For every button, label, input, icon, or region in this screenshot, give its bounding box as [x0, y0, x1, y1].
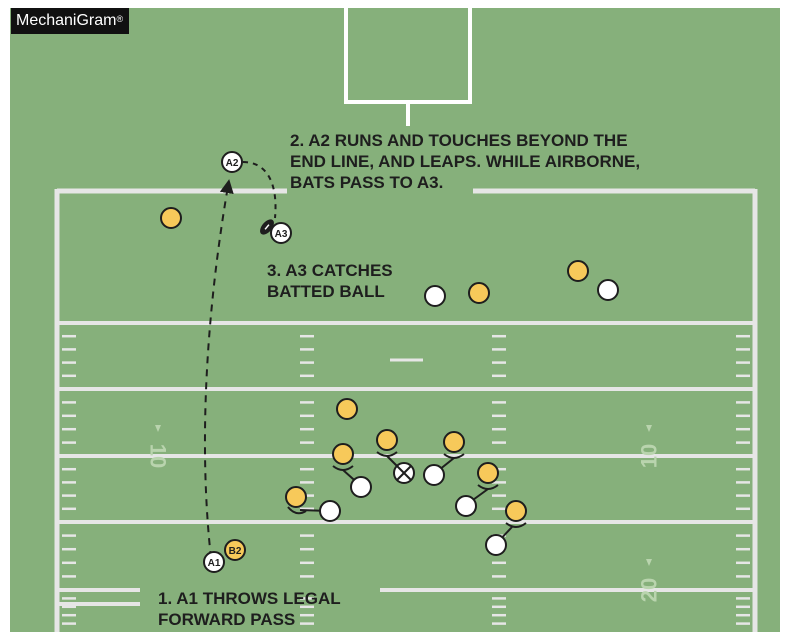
caption-step-2-line-3: BATS PASS TO A3.: [290, 173, 444, 192]
offense-players: [319, 279, 619, 556]
direction-arrow-right-20: [646, 559, 652, 566]
caption-step-3: 3. A3 CATCHES BATTED BALL: [267, 260, 393, 302]
yard-number-right-20: 20: [637, 578, 662, 602]
registered-mark: ®: [116, 14, 124, 24]
offensive-player: [455, 495, 477, 517]
player-b2: B2: [224, 539, 246, 561]
brand-badge: MechaniGram®: [11, 8, 130, 34]
field-turf: [10, 8, 780, 632]
caption-step-1: 1. A1 THROWS LEGAL FORWARD PASS: [158, 588, 341, 630]
field-boundary-lines: [54, 188, 758, 632]
caption-step-3-line-2: BATTED BALL: [267, 282, 385, 301]
goal-post: [344, 8, 472, 126]
player-a1: A1: [203, 551, 225, 573]
yard-numbers: 10 10 20: [146, 425, 662, 602]
offensive-player: [350, 476, 372, 498]
caption-step-1-line-1: 1. A1 THROWS LEGAL: [158, 589, 341, 608]
hash-marks: [62, 334, 750, 625]
football-icon: [260, 219, 274, 235]
offensive-player: [597, 279, 619, 301]
yard-number-left-10: 10: [146, 444, 171, 468]
yard-number-right-10: 10: [637, 444, 662, 468]
player-a2-label: A2: [226, 158, 239, 169]
defender: [477, 462, 499, 484]
caption-step-3-line-1: 3. A3 CATCHES: [267, 261, 393, 280]
defender: [468, 282, 490, 304]
offensive-player: [424, 285, 446, 307]
defender: [285, 486, 307, 508]
caption-step-1-line-2: FORWARD PASS: [158, 610, 296, 629]
center-player: [393, 462, 415, 484]
defender: [336, 398, 358, 420]
player-a3-label: A3: [275, 229, 288, 240]
yard-lines: [57, 321, 755, 592]
a2-run-path: [242, 161, 277, 219]
caption-step-2: 2. A2 RUNS AND TOUCHES BEYOND THE END LI…: [290, 130, 640, 193]
offensive-player: [319, 500, 341, 522]
direction-arrow-right-10: [646, 425, 652, 432]
forward-pass-path: [203, 179, 234, 559]
defender: [160, 207, 182, 229]
offensive-player: [485, 534, 507, 556]
brand-name: MechaniGram: [16, 12, 117, 29]
player-a1-label: A1: [208, 558, 221, 569]
defender: [443, 431, 465, 453]
defender: [332, 443, 354, 465]
player-b2-label: B2: [229, 546, 242, 557]
direction-arrow-left-10: [155, 425, 161, 432]
defender: [567, 260, 589, 282]
player-a3: A3: [270, 222, 292, 244]
player-a2: A2: [221, 151, 243, 173]
offensive-player: [423, 464, 445, 486]
caption-step-2-line-2: END LINE, AND LEAPS. WHILE AIRBORNE,: [290, 152, 641, 171]
defender: [505, 500, 527, 522]
caption-step-2-line-1: 2. A2 RUNS AND TOUCHES BEYOND THE: [290, 131, 628, 150]
defender: [376, 429, 398, 451]
defense-players: [160, 207, 589, 522]
